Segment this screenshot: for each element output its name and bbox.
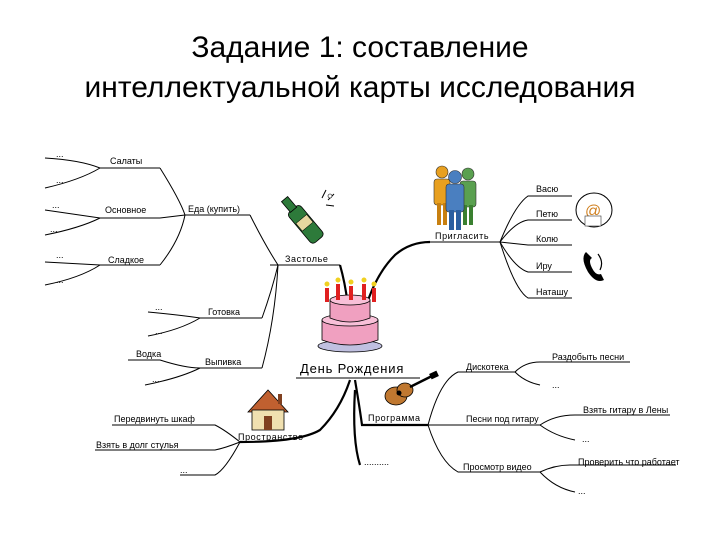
- title-line-1: Задание 1: составление: [191, 31, 529, 64]
- node-vasya: Васю: [536, 184, 559, 194]
- node-cooking: Готовка: [208, 307, 240, 317]
- connector: [95, 441, 241, 451]
- cake-icon: [317, 277, 383, 353]
- connector: [180, 441, 241, 476]
- node-drinks: Выпивка: [205, 357, 241, 367]
- placeholder: ...: [155, 326, 163, 336]
- placeholder: ...: [56, 250, 64, 260]
- connector: [44, 217, 101, 236]
- connector: [539, 424, 576, 441]
- connector: [261, 264, 279, 369]
- connector: [261, 264, 279, 319]
- connector: [249, 214, 279, 266]
- node-petya: Петю: [536, 209, 558, 219]
- champagne-icon: [280, 189, 335, 244]
- connector: [499, 241, 572, 273]
- placeholder: ...: [50, 224, 58, 234]
- node-salads: Салаты: [110, 156, 142, 166]
- connector: [112, 424, 241, 443]
- placeholder: ...: [578, 486, 586, 496]
- node-disco: Дискотека: [466, 362, 509, 372]
- connector: [353, 379, 428, 427]
- node-ira: Иру: [536, 261, 552, 271]
- placeholder: ...: [155, 302, 163, 312]
- node-kolya: Колю: [536, 234, 558, 244]
- node-food-buy: Еда (купить): [188, 204, 240, 214]
- connector: [499, 241, 572, 246]
- placeholder: ...: [180, 465, 188, 475]
- center-node: День Рождения: [300, 361, 404, 376]
- node-borrow-chairs: Взять в долг стулья: [96, 440, 179, 450]
- title-line-2: интеллектуальной карты исследования: [84, 71, 636, 104]
- placeholder: ...: [52, 200, 60, 210]
- connector: [159, 214, 186, 219]
- connector: [128, 359, 262, 369]
- node-invite: Пригласить: [435, 231, 489, 241]
- email-icon: @: [575, 192, 613, 228]
- node-watch-video: Просмотр видео: [463, 462, 532, 472]
- house-icon: [247, 389, 289, 431]
- node-vodka: Водка: [136, 349, 161, 359]
- placeholder-long: ..........: [364, 457, 389, 467]
- node-sweets: Сладкое: [108, 255, 144, 265]
- connector: [499, 219, 572, 243]
- connector: [427, 424, 540, 473]
- node-main-course: Основное: [105, 205, 146, 215]
- connector: [514, 371, 541, 386]
- placeholder: ...: [56, 175, 64, 185]
- connector: [44, 167, 101, 189]
- node-natasha: Наташу: [536, 287, 569, 297]
- connector: [539, 471, 576, 493]
- placeholder: ...: [56, 149, 64, 159]
- connector: [514, 361, 630, 373]
- node-get-guitar: Взять гитару в Лены: [583, 405, 668, 415]
- phone-icon: [583, 252, 604, 281]
- placeholder: ...: [552, 380, 560, 390]
- connector: [539, 414, 670, 426]
- connector: [147, 311, 262, 319]
- node-move-wardrobe: Передвинуть шкаф: [114, 414, 195, 424]
- guitar-icon: [384, 370, 439, 406]
- connector: [147, 317, 201, 337]
- connector: [44, 157, 160, 169]
- node-guitar-songs: Песни под гитару: [466, 414, 539, 424]
- connector: [44, 264, 101, 286]
- connector: [144, 367, 201, 386]
- placeholder: ...: [152, 374, 160, 384]
- connector: [499, 241, 572, 299]
- node-program: Программа: [368, 413, 421, 423]
- connector: [427, 371, 515, 426]
- node-get-songs: Раздобыть песни: [552, 352, 624, 362]
- connector: [239, 379, 352, 444]
- people-icon: [433, 165, 477, 230]
- slide-title: Задание 1: составление интеллектуальной …: [0, 28, 720, 108]
- node-check-works: Проверить что работает: [578, 457, 680, 467]
- placeholder: ...: [582, 434, 590, 444]
- node-space: Пространство: [238, 432, 304, 442]
- node-feast: Застолье: [285, 254, 329, 264]
- placeholder: ...: [56, 275, 64, 285]
- connector: [539, 464, 676, 473]
- connector: [353, 389, 362, 466]
- connector: [499, 195, 572, 243]
- connector: [159, 214, 186, 266]
